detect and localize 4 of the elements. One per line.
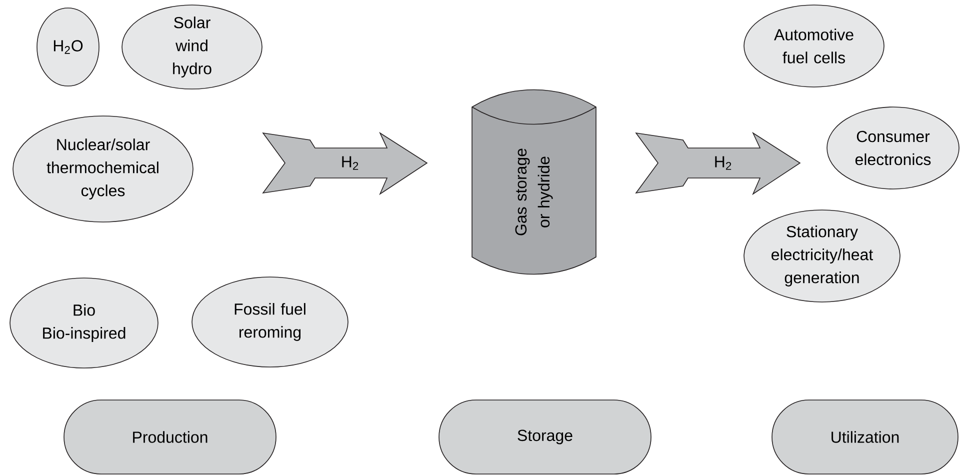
stage-label: Utilization [772,400,958,474]
stage-label: Storage [438,400,652,474]
stage-label: Production [64,400,276,474]
storage-cylinder: Gas storage or hydride [472,89,596,275]
